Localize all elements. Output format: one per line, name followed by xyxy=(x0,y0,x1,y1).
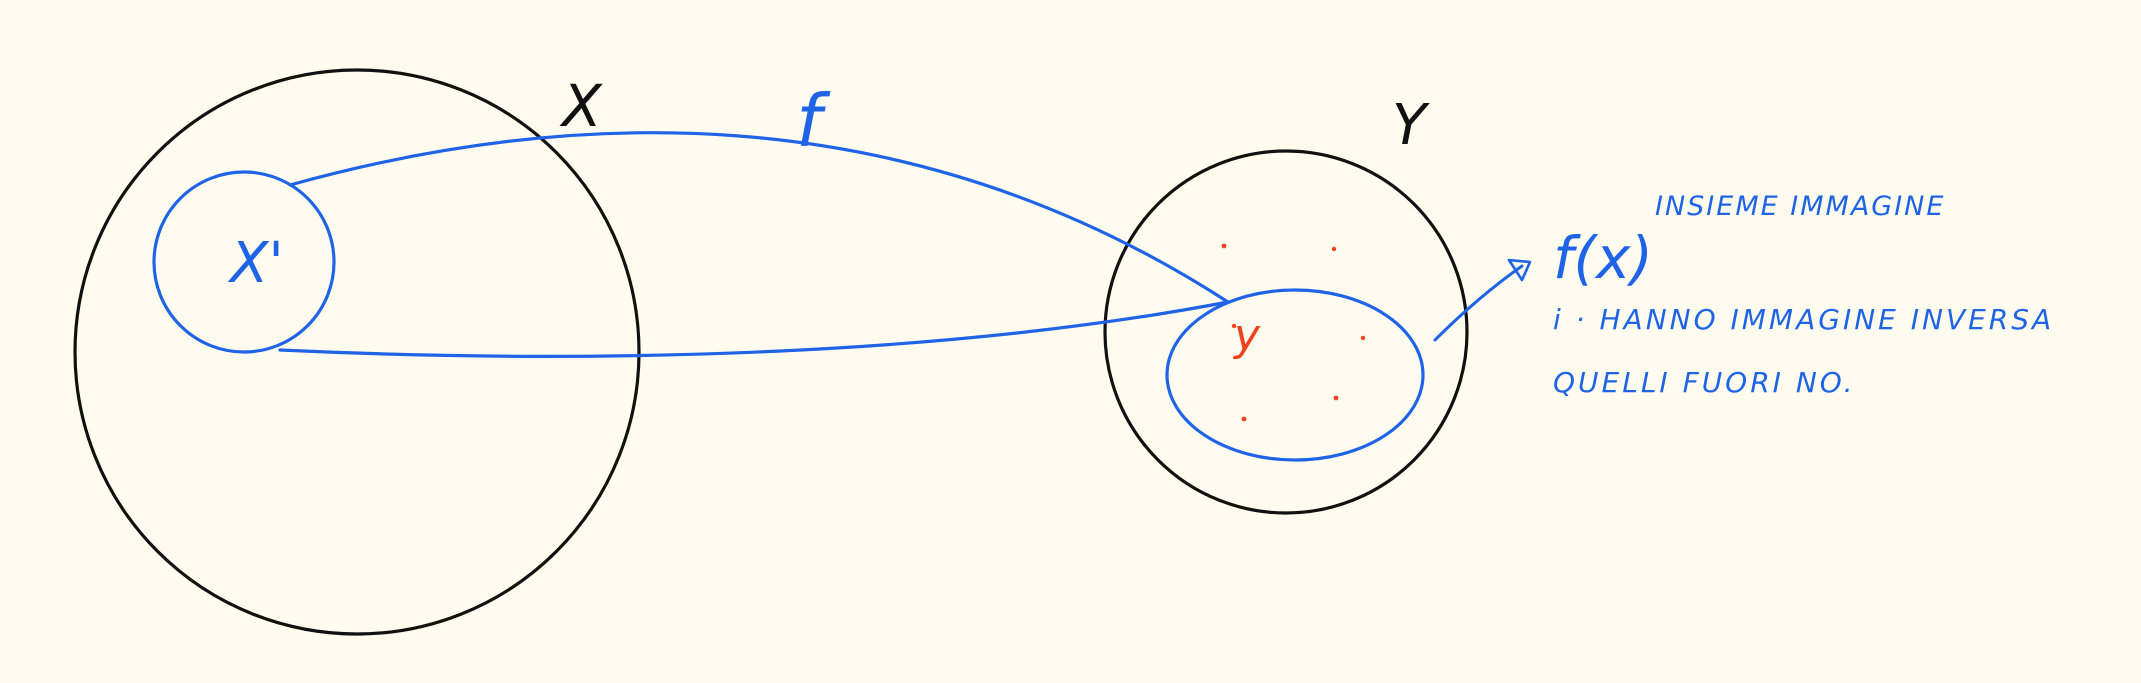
image-fx-label: f(x) xyxy=(1553,224,1653,292)
set-x-circle xyxy=(73,68,641,636)
annotation-arrow-line xyxy=(1433,264,1524,342)
point xyxy=(1221,243,1227,249)
annotation-arrow-head xyxy=(1507,258,1532,282)
image-ellipse xyxy=(1165,288,1425,462)
set-y-label: Y xyxy=(1392,93,1430,158)
subset-x-prime-circle xyxy=(152,170,336,354)
point xyxy=(1241,416,1247,422)
point xyxy=(1331,246,1337,252)
image-title-text: INSIEME IMMAGINE xyxy=(1655,191,1945,222)
mapping-curve-lower xyxy=(278,300,1230,358)
element-y-label: y xyxy=(1232,310,1261,361)
subset-x-prime-label: X' xyxy=(227,231,284,296)
point xyxy=(1360,335,1366,341)
note-line-1: i · HANNO IMMAGINE INVERSA xyxy=(1553,303,2054,336)
set-y-circle xyxy=(1103,149,1469,515)
function-f-label: f xyxy=(796,79,831,163)
point xyxy=(1333,395,1339,401)
note-line-2: QUELLI FUORI NO. xyxy=(1553,366,1856,399)
mapping-curve-upper xyxy=(288,131,1230,304)
points-in-y xyxy=(1221,243,1366,422)
point xyxy=(1231,323,1237,329)
set-x-label: X xyxy=(559,72,603,140)
